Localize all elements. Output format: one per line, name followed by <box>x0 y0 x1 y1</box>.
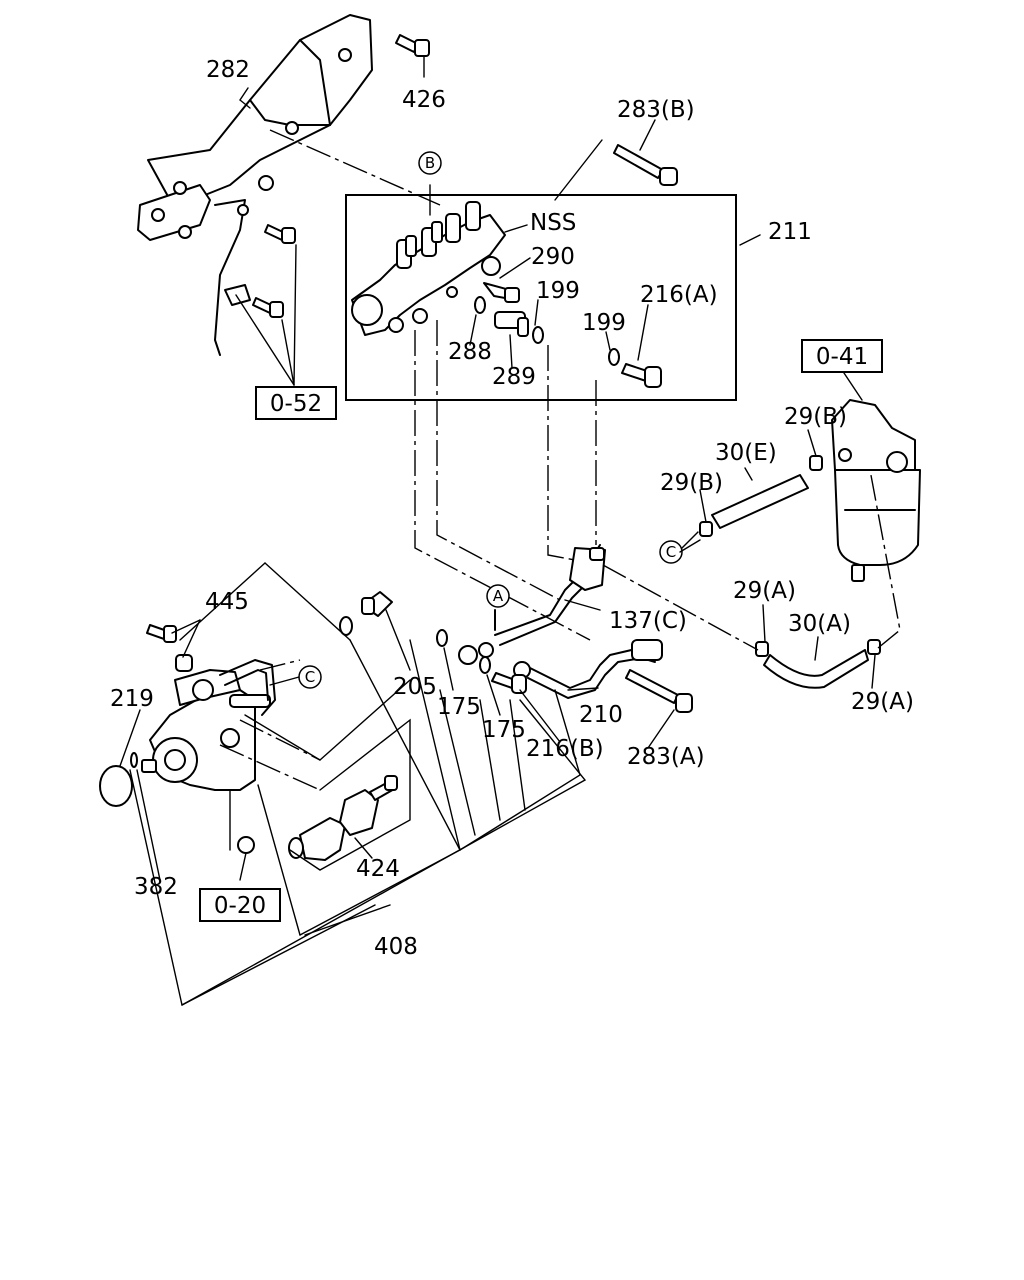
label-30e: 30(E) <box>715 440 777 466</box>
washer-199-a <box>532 326 544 344</box>
label-216a: 216(A) <box>640 282 718 308</box>
bolt-445-b <box>175 654 193 672</box>
connector-205 <box>361 591 393 617</box>
ref-box-0-52[interactable]: 0-52 <box>255 386 337 420</box>
leader-lines <box>119 55 876 1006</box>
label-210: 210 <box>579 702 623 728</box>
svg-text:0-41: 0-41 <box>816 344 868 370</box>
sensor-290 <box>483 282 520 303</box>
nut-0-20 <box>237 836 255 854</box>
washer-288 <box>474 296 486 314</box>
suction-control-valve-424 <box>288 775 398 861</box>
key-382 <box>130 752 138 768</box>
label-199-b: 199 <box>582 310 626 336</box>
fuel-injection-pump <box>141 659 276 791</box>
svg-text:C: C <box>666 543 676 561</box>
label-424: 424 <box>356 856 400 882</box>
label-288: 288 <box>448 339 492 365</box>
fuel-pipe-137c <box>494 544 606 646</box>
marker-c-pump: C <box>298 665 322 689</box>
svg-text:B: B <box>425 154 435 172</box>
label-282: 282 <box>206 57 250 83</box>
ref-box-0-20[interactable]: 0-20 <box>199 888 281 922</box>
marker-b: B <box>418 151 442 175</box>
fuel-filter <box>831 399 921 582</box>
marker-a: A <box>486 584 510 608</box>
label-445: 445 <box>205 589 249 615</box>
ref-box-0-41[interactable]: 0-41 <box>801 339 883 373</box>
centerlines <box>219 129 901 791</box>
label-199-a: 199 <box>536 278 580 304</box>
label-382: 382 <box>134 874 178 900</box>
svg-text:0-20: 0-20 <box>214 893 266 919</box>
label-289: 289 <box>492 364 536 390</box>
clamp-29b-top <box>809 455 823 471</box>
clamp-29a-top <box>755 641 769 657</box>
svg-text:0-52: 0-52 <box>270 391 322 417</box>
clamp-29b-left <box>699 521 713 537</box>
label-30a: 30(A) <box>788 611 851 637</box>
label-29a-bottom: 29(A) <box>851 689 914 715</box>
bolt-216a <box>621 363 662 388</box>
label-175-a: 175 <box>437 694 481 720</box>
bolt-445-a <box>146 624 177 643</box>
banjo-fitting <box>458 609 496 665</box>
label-283a: 283(A) <box>627 744 705 770</box>
label-219: 219 <box>110 686 154 712</box>
svg-text:A: A <box>493 587 504 605</box>
bolt-283a <box>625 669 693 713</box>
o-ring-small <box>339 616 353 636</box>
label-211: 211 <box>768 219 812 245</box>
washer-175-a <box>436 629 448 647</box>
label-29b-left: 29(B) <box>660 470 723 496</box>
label-283b: 283(B) <box>617 97 695 123</box>
label-175-b: 175 <box>482 717 526 743</box>
label-408: 408 <box>374 934 418 960</box>
marker-c-filter: C <box>659 540 683 564</box>
label-290: 290 <box>531 244 575 270</box>
label-205: 205 <box>393 674 437 700</box>
washer-199-b <box>608 348 620 366</box>
common-rail-block <box>351 201 506 336</box>
bolt-283b <box>613 144 678 186</box>
bolt-216b <box>491 672 527 694</box>
label-216b: 216(B) <box>526 736 604 762</box>
valve-289 <box>494 311 529 337</box>
bolt-426 <box>395 34 430 57</box>
hose-30a <box>763 649 869 689</box>
label-nss: NSS <box>530 210 576 236</box>
assembly-box-211 <box>345 194 737 401</box>
label-29a-top: 29(A) <box>733 578 796 604</box>
o-ring-219 <box>99 765 133 807</box>
label-137c: 137(C) <box>609 608 687 634</box>
bolt-small-2 <box>252 297 284 318</box>
mounting-bracket <box>137 14 373 356</box>
part-labels: 282 426 283(B) 211 NSS 290 199 216(A) 19… <box>110 57 914 960</box>
hose-30e <box>711 474 809 529</box>
label-29b-top: 29(B) <box>784 404 847 430</box>
washer-175-b <box>479 656 491 674</box>
bolt-small-1 <box>264 224 296 244</box>
svg-text:C: C <box>305 668 315 686</box>
label-426: 426 <box>402 87 446 113</box>
